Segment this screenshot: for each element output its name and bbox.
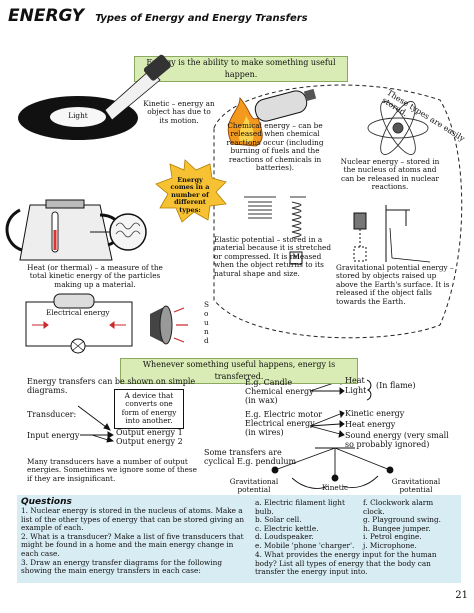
question-3a: a. Electric filament light bulb. [255, 498, 345, 516]
question-3b: b. Solar cell. [255, 515, 302, 525]
candle-out-light: Light [345, 386, 367, 395]
pendulum-left-label: Gravitational potential [229, 477, 279, 495]
motor-input: Electrical energy [245, 419, 315, 428]
transducer-label: Transducer: [27, 410, 77, 419]
stored-region-outline [213, 84, 463, 339]
motor-out-kinetic: Kinetic energy [345, 409, 405, 418]
transducer-box: A device that converts one form of energ… [114, 389, 184, 429]
questions-panel: Questions 1. Nuclear energy is stored in… [17, 495, 461, 583]
arrow-icon [32, 321, 126, 329]
questions-column-2: a. Electric filament light bulb. b. Sola… [255, 498, 359, 551]
motor-out-sound: Sound energy (very small [345, 431, 449, 440]
question-3j: j. Microphone. [363, 540, 417, 550]
page-number: 21 [455, 590, 468, 601]
output-energy-2: Output energy 2 [116, 437, 183, 446]
circuit-diagram [25, 293, 133, 354]
questions-title: Questions [21, 497, 72, 507]
candle-flame-note: (In flame) [376, 381, 416, 390]
brace-shape [366, 379, 372, 401]
battery-icon [254, 88, 317, 122]
questions-column-3: f. Clockwork alarm clock. g. Playground … [363, 498, 457, 551]
cyclical-text: Some transfers are cyclical E.g. pendulu… [204, 448, 297, 466]
starburst-text: Energy comes in a number of different ty… [170, 176, 210, 214]
flame-icon [227, 96, 263, 147]
pendulum-icon [271, 447, 394, 489]
motor-out-heat: Heat energy [345, 420, 396, 429]
candle-input: Chemical energy [245, 387, 314, 396]
many-transducers-text: Many transducers have a number of output… [27, 457, 197, 483]
question-3c: c. Electric kettle. [255, 523, 319, 533]
question-2: 2. What is a transducer? Make a list of … [21, 531, 244, 558]
magnifier-icon [90, 213, 147, 251]
nuclear-text: Nuclear energy – stored in the nucleus o… [340, 157, 440, 192]
spring-icon [244, 196, 306, 265]
pulley-icon [353, 205, 431, 263]
page-subtitle: Types of Energy and Energy Transfers [95, 13, 308, 24]
question-3d: d. Loudspeaker. [255, 532, 314, 542]
light-label: Light [68, 111, 88, 120]
question-3i: i. Petrol engine. [363, 532, 422, 542]
transfers-intro: Energy transfers can be shown on simple … [27, 377, 196, 395]
mass-label: M [292, 252, 300, 261]
kinetic-text: Kinetic – energy an object has due to it… [143, 99, 215, 125]
candle-out-heat: Heat [345, 376, 365, 385]
question-4: 4. What provides the energy input for th… [255, 550, 437, 577]
input-energy-label: Input energy [27, 431, 80, 440]
middle-banner: Whenever something useful happens, energ… [120, 358, 358, 384]
page-title: ENERGY [8, 6, 85, 26]
question-3h: h. Bungee jumper. [363, 523, 431, 533]
top-banner: Energy is the ability to make something … [134, 56, 348, 82]
motor-out-sound-note: so probably ignored) [345, 440, 430, 449]
transfer-arrows [77, 377, 345, 443]
candle-eg: E.g. Candle [245, 378, 293, 387]
electrical-label: Electrical energy [46, 308, 110, 317]
candle-input-note: (in wax) [245, 396, 278, 405]
chemical-text: Chemical energy – can be released when c… [226, 121, 324, 173]
output-energy-1: Output energy 1 [116, 428, 183, 437]
starburst-shape [155, 159, 227, 223]
pendulum-right-label: Gravitational potential [391, 477, 441, 495]
gravitational-text: Gravitational potential energy – stored … [336, 263, 454, 306]
atom-icon [367, 101, 429, 155]
speaker-icon [150, 305, 188, 345]
motor-input-note: (in wires) [245, 428, 284, 437]
kettle-icon [5, 199, 122, 261]
elastic-text: Elastic potential – stored in a material… [214, 235, 332, 278]
question-3g: g. Playground swing. [363, 515, 441, 525]
pendulum-mid-label: Kinetic [321, 483, 349, 492]
question-3f: f. Clockwork alarm clock. [363, 498, 434, 516]
torch-icon [18, 54, 171, 140]
heat-text: Heat (or thermal) – a measure of the tot… [27, 263, 163, 289]
question-3: 3. Draw an energy transfer diagrams for … [21, 557, 223, 576]
page-header: ENERGY Types of Energy and Energy Transf… [8, 6, 468, 28]
questions-column-1: 1. Nuclear energy is stored in the nucle… [21, 506, 247, 576]
question-1: 1. Nuclear energy is stored in the nucle… [21, 506, 245, 533]
question-3e: e. Mobile 'phone 'charger'. [255, 540, 355, 550]
sound-label: Sound [204, 300, 209, 345]
motor-eg: E.g. Electric motor [245, 410, 323, 419]
